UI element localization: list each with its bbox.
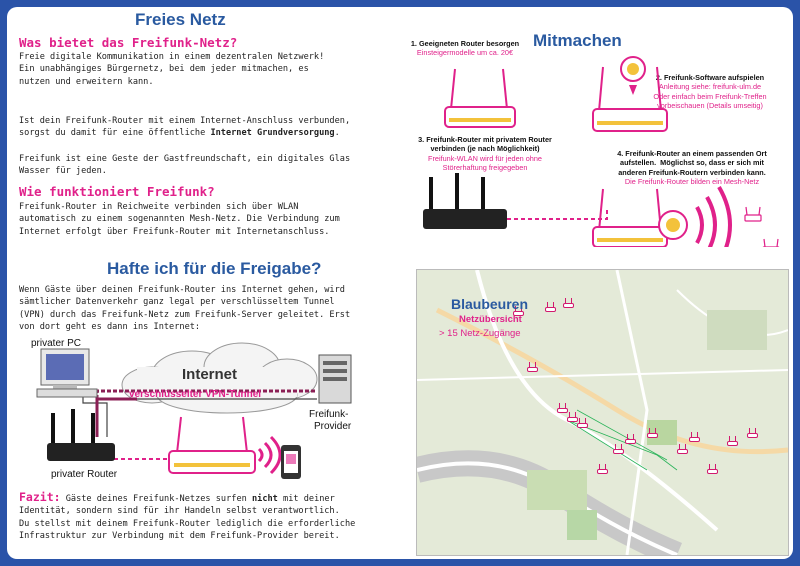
map-pin[interactable] — [563, 298, 574, 308]
map-pin[interactable] — [677, 444, 688, 454]
title-freies-netz: Freies Netz — [135, 10, 226, 29]
text-p2c: . — [334, 128, 340, 139]
label-internet: Internet — [182, 366, 237, 383]
smartphone-icon — [281, 445, 301, 479]
map-pin[interactable] — [567, 412, 578, 422]
step-2: 2. Freifunk-Software aufspielen Anleitun… — [645, 73, 775, 110]
paragraph-intro: Freie digitale Kommunikation in einem de… — [19, 52, 325, 87]
text-p2a: Ist dein Freifunk-Router mit einem Inter… — [19, 116, 351, 139]
heading-was-bietet: Was bietet das Freifunk-Netz? — [19, 35, 238, 50]
map-pin[interactable] — [689, 432, 700, 442]
map-pin[interactable] — [513, 306, 524, 316]
step-2-title: 2. Freifunk-Software aufspielen — [655, 73, 765, 82]
network-map[interactable]: Blaubeuren Netzübersicht > 15 Netz-Zugän… — [416, 269, 789, 556]
router-step4-icon — [592, 188, 688, 247]
paragraph-mesh: Freifunk-Router in Reichweite verbinden … — [19, 202, 340, 237]
title-mitmachen: Mitmachen — [533, 31, 622, 50]
text-fazit-c: mit deiner Identität, sondern sind für i… — [19, 494, 356, 542]
step-3: 3. Freifunk-Router mit privatem Router v… — [405, 135, 565, 172]
map-pin[interactable] — [747, 428, 758, 438]
text-grundversorgung: Internet Grundversorgung — [210, 128, 335, 139]
step-4: 4. Freifunk-Router an einem passenden Or… — [597, 149, 787, 186]
pc-icon — [36, 348, 98, 398]
map-pin[interactable] — [727, 436, 738, 446]
map-streets — [417, 270, 788, 555]
map-count: > 15 Netz-Zugänge — [439, 328, 521, 339]
map-pin[interactable] — [577, 418, 588, 428]
router-step1-icon — [444, 68, 516, 128]
map-title: Blaubeuren — [451, 296, 529, 312]
text-fazit-a: Gäste deines Freifunk-Netzes surfen — [60, 494, 252, 504]
title-haftung: Hafte ich für die Freigabe? — [107, 259, 322, 278]
map-pin[interactable] — [625, 434, 636, 444]
map-pin[interactable] — [545, 302, 556, 312]
heading-wie-funktioniert: Wie funktioniert Freifunk? — [19, 184, 215, 199]
router-step2-icon — [592, 56, 668, 132]
label-provider-1: Freifunk- — [309, 409, 348, 420]
flyer-page: Freies Netz Was bietet das Freifunk-Netz… — [7, 7, 793, 559]
step-1-title: 1. Geeigneten Router besorgen — [410, 39, 520, 48]
map-pin[interactable] — [707, 464, 718, 474]
server-icon — [318, 354, 352, 404]
router-step3-icon — [423, 173, 608, 229]
map-pin[interactable] — [557, 403, 568, 413]
step-3-title: 3. Freifunk-Router mit privatem Router v… — [418, 135, 552, 154]
text-nicht: nicht — [251, 494, 278, 504]
mesh-waves-icon — [695, 185, 732, 247]
step-4-title: 4. Freifunk-Router an einem passenden Or… — [617, 149, 767, 177]
wifi-waves-icon — [257, 435, 282, 475]
map-pins — [417, 270, 788, 555]
paragraph-grundversorgung: Ist dein Freifunk-Router mit einem Inter… — [19, 115, 350, 140]
map-pin[interactable] — [647, 428, 658, 438]
paragraph-gastfreundschaft: Freifunk ist eine Geste der Gastfreundsc… — [19, 154, 351, 177]
vpn-diagram: Internet verschlüsselter VPN-Tunnel priv… — [31, 338, 352, 480]
private-router-icon — [47, 409, 115, 461]
label-private-router: privater Router — [51, 469, 118, 480]
map-pin[interactable] — [597, 464, 608, 474]
step-3-sub: Freifunk-WLAN wird für jeden ohne Störer… — [428, 153, 542, 172]
step-4-sub: Die Freifunk-Router bilden ein Mesh-Netz — [624, 176, 760, 186]
label-vpn-tunnel: verschlüsselter VPN-Tunnel — [129, 389, 261, 400]
small-routers-icon — [744, 206, 780, 247]
map-subtitle: Netzübersicht — [459, 314, 522, 325]
freifunk-router-icon — [168, 416, 256, 474]
label-fazit: Fazit: — [19, 490, 61, 504]
paragraph-fazit: Fazit: Gäste deines Freifunk-Netzes surf… — [19, 491, 355, 543]
label-provider-2: Provider — [314, 421, 352, 432]
map-pin[interactable] — [527, 362, 538, 372]
map-pin[interactable] — [613, 444, 624, 454]
step-1: 1. Geeigneten Router besorgen Einsteiger… — [405, 39, 525, 58]
label-private-pc: privater PC — [31, 338, 81, 349]
internet-cloud — [121, 342, 318, 414]
paragraph-vpn: Wenn Gäste über deinen Freifunk-Router i… — [19, 285, 351, 333]
step-1-sub: Einsteigermodelle um ca. 20€ — [416, 48, 514, 58]
mitmachen-illustrations — [423, 56, 780, 247]
step-2-sub: Anleitung siehe: freifunk-ulm.de Oder ei… — [653, 82, 767, 110]
